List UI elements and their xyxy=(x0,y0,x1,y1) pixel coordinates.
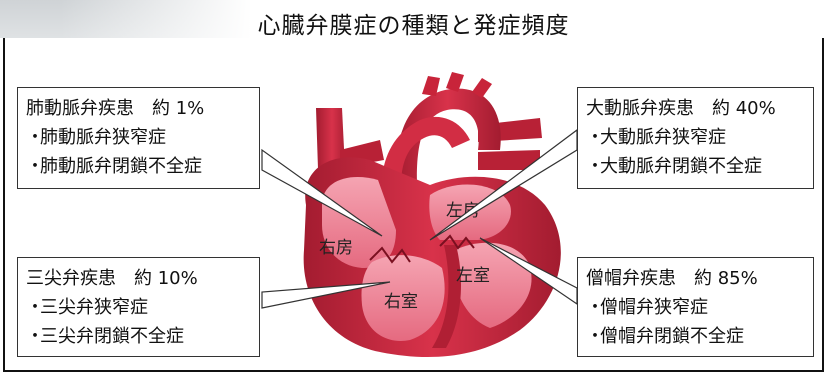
leader-tricuspid xyxy=(261,281,391,309)
callout-tricuspid: 三尖弁疾患 約 10% ・三尖弁狭窄症 ・三尖弁閉鎖不全症 xyxy=(17,257,260,357)
aortic-arch xyxy=(394,88,501,205)
callout-heading: 三尖弁疾患 約 10% xyxy=(26,268,198,289)
septum xyxy=(432,245,462,348)
pulmonary-trunk xyxy=(381,116,470,210)
callout-item: ・大動脈弁狭窄症 xyxy=(586,127,726,148)
callout-item: ・三尖弁狭窄症 xyxy=(26,297,148,318)
callout-pulmonary: 肺動脈弁疾患 約 1% ・肺動脈弁狭窄症 ・肺動脈弁閉鎖不全症 xyxy=(17,87,260,189)
arch-branch-1 xyxy=(422,76,440,96)
figure-title: 心臓弁膜症の種類と発症頻度 xyxy=(257,13,570,39)
callout-mitral: 僧帽弁疾患 約 85% ・僧帽弁狭窄症 ・僧帽弁閉鎖不全症 xyxy=(577,257,814,357)
callout-heading: 肺動脈弁疾患 約 1% xyxy=(26,98,205,119)
callout-item: ・三尖弁閉鎖不全症 xyxy=(26,326,184,347)
mitral-valve xyxy=(439,234,475,250)
label-right-atrium: 右房 xyxy=(319,238,353,258)
callout-item: ・肺動脈弁狭窄症 xyxy=(26,127,166,148)
callout-item: ・大動脈弁閉鎖不全症 xyxy=(586,156,762,177)
label-right-ventricle: 右室 xyxy=(384,292,418,312)
tricuspid-valve xyxy=(369,246,411,264)
top-bar xyxy=(0,0,827,38)
callout-item: ・僧帽弁閉鎖不全症 xyxy=(586,326,744,347)
callout-aortic: 大動脈弁疾患 約 40% ・大動脈弁狭窄症 ・大動脈弁閉鎖不全症 xyxy=(577,87,814,189)
callout-heading: 大動脈弁疾患 約 40% xyxy=(586,98,776,119)
arch-branch-3 xyxy=(472,78,492,98)
right-ventricle-chamber xyxy=(361,255,445,341)
label-left-ventricle: 左室 xyxy=(456,266,490,286)
callout-item: ・僧帽弁狭窄症 xyxy=(586,297,708,318)
pulmonary-vein-right-2 xyxy=(478,150,540,170)
callout-heading: 僧帽弁疾患 約 85% xyxy=(586,268,758,289)
callout-item: ・肺動脈弁閉鎖不全症 xyxy=(26,156,202,177)
leader-pulmonary xyxy=(261,148,383,237)
arch-branch-2 xyxy=(446,72,464,92)
left-ventricle-chamber xyxy=(455,242,532,328)
label-left-atrium: 左房 xyxy=(446,201,480,221)
